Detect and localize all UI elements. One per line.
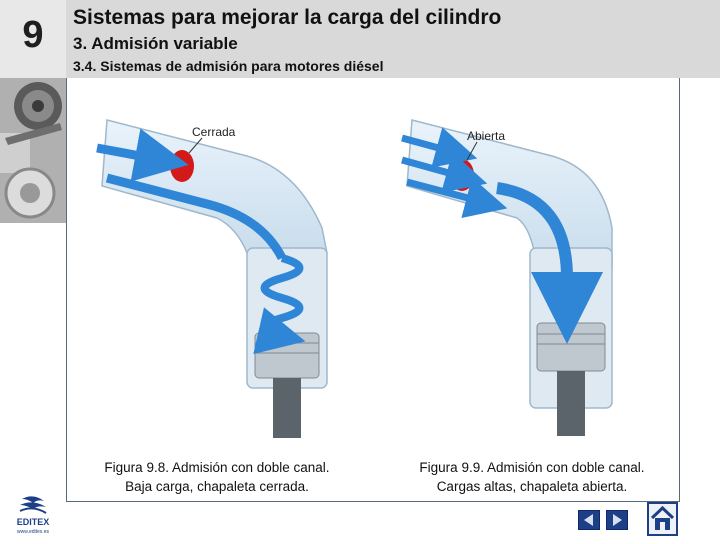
editex-logo: EDITEX www.editex.es	[8, 495, 58, 539]
logo-url: www.editex.es	[17, 529, 49, 535]
caption-line: Cargas altas, chapaleta abierta.	[436, 479, 628, 494]
caption-line: Figura 9.9. Admisión con doble canal.	[419, 460, 645, 475]
chapter-box: 9	[0, 0, 66, 78]
intake-illustration: Cerrada Abierta	[96, 119, 613, 438]
triangle-right-icon	[613, 514, 622, 526]
home-button[interactable]	[647, 502, 678, 536]
caption-figure-9-8: Figura 9.8. Admisión con doble canal. Ba…	[87, 458, 347, 496]
figure-right	[401, 119, 613, 436]
valve-closed-icon	[170, 150, 194, 182]
label-open: Abierta	[467, 129, 505, 143]
caption-figure-9-9: Figura 9.9. Admisión con doble canal. Ca…	[397, 458, 667, 496]
figure-left	[96, 119, 328, 438]
caption-line: Baja carga, chapaleta cerrada.	[125, 479, 309, 494]
next-button[interactable]	[606, 510, 628, 530]
house-icon	[650, 505, 675, 530]
section-title: 3.4. Sistemas de admisión para motores d…	[73, 58, 384, 74]
previous-button[interactable]	[578, 510, 600, 530]
label-closed: Cerrada	[192, 125, 236, 139]
header-bar: 9 Sistemas para mejorar la carga del cil…	[0, 0, 720, 78]
logo-text: EDITEX	[16, 517, 50, 527]
caption-line: Figura 9.8. Admisión con doble canal.	[104, 460, 330, 475]
engine-gear-image	[0, 78, 66, 223]
chapter-number: 9	[22, 14, 44, 56]
page-title: Sistemas para mejorar la carga del cilin…	[73, 6, 502, 29]
figure-panel: Cerrada Abierta Figura 9.8. Admisión con…	[66, 78, 680, 502]
triangle-left-icon	[584, 514, 593, 526]
page-subtitle: 3. Admisión variable	[73, 34, 238, 53]
